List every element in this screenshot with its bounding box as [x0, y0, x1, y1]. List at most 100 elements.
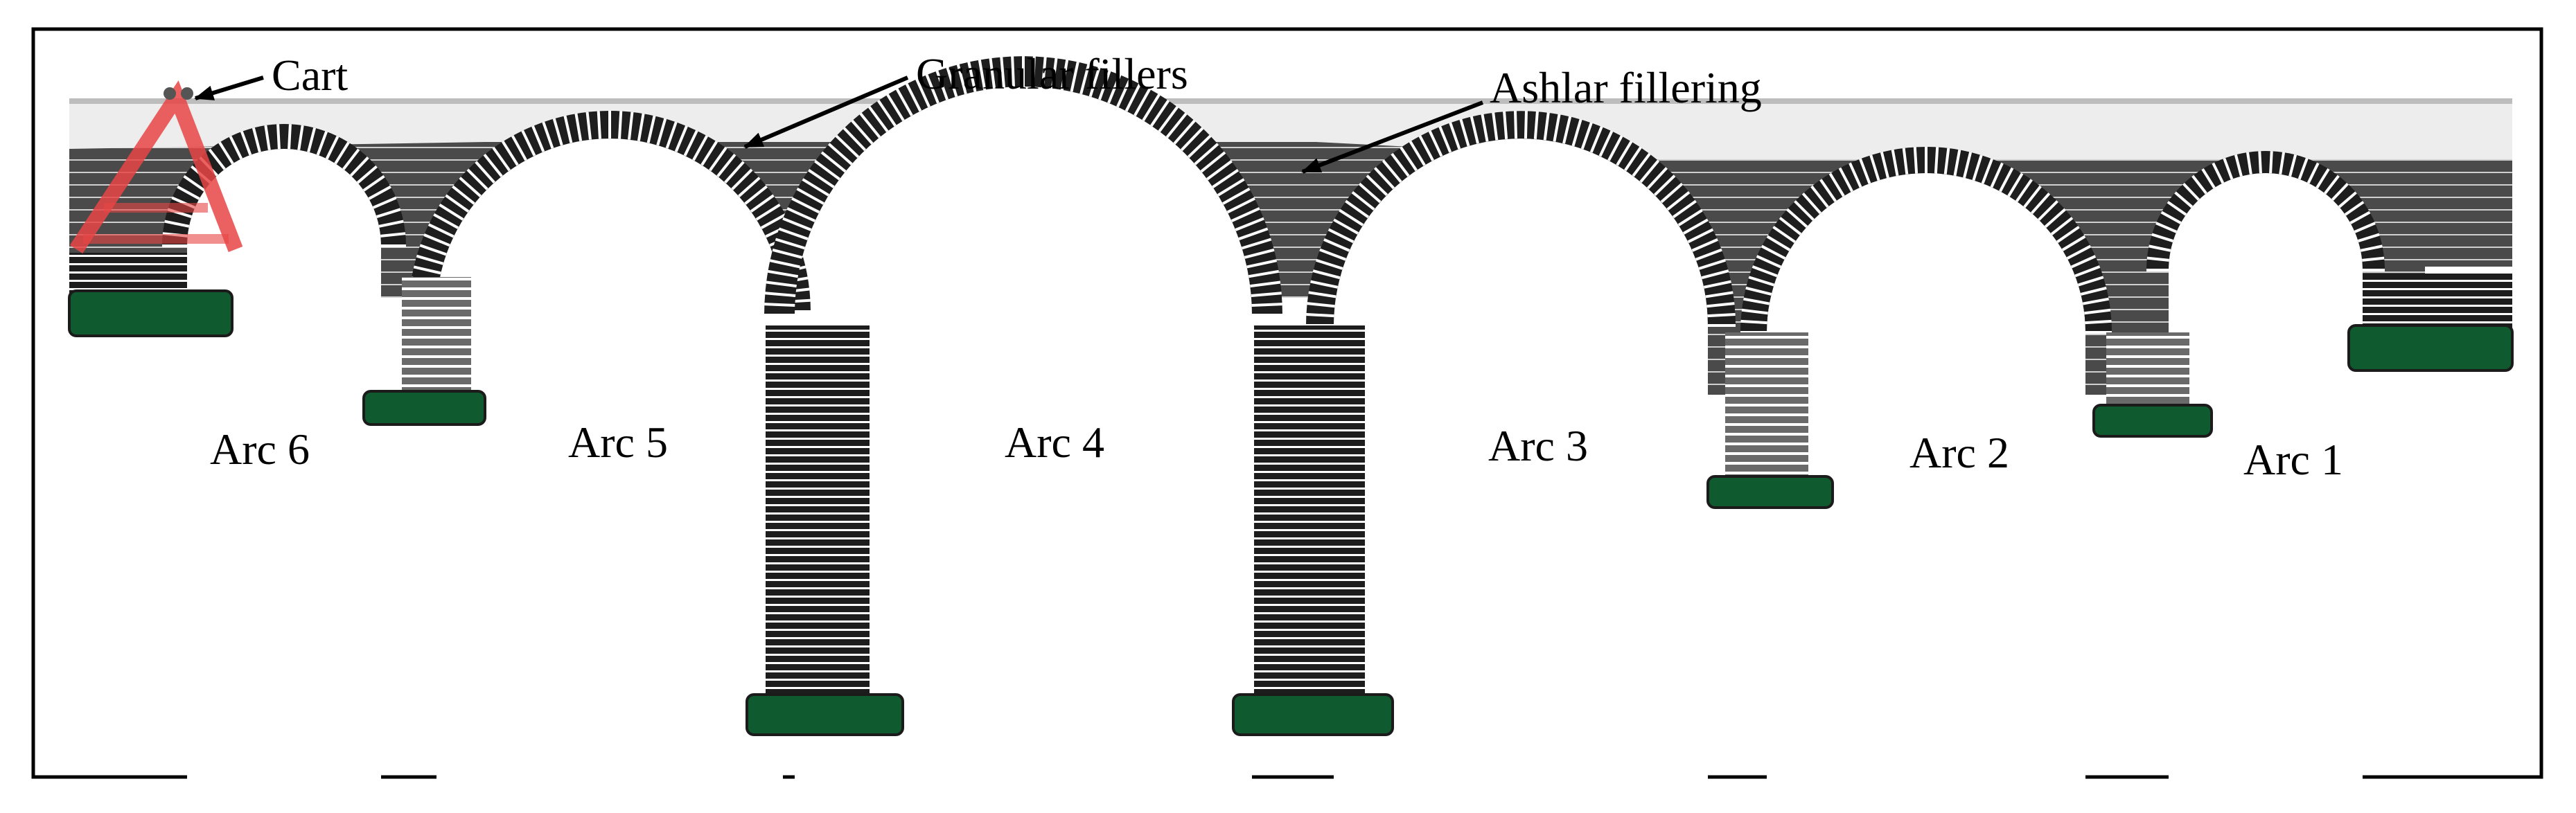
arc-2-ring [1740, 147, 2112, 332]
arc-4-voussoir-joint [1107, 74, 1122, 104]
arc-3-voussoir-joint [1333, 218, 1359, 235]
footing-pier-2-1 [2092, 404, 2213, 438]
arc-4-voussoir-joint [1070, 61, 1079, 92]
arc-2-voussoir-joint [2015, 179, 2033, 202]
arc-2-voussoir-joint [2070, 255, 2097, 269]
arc-3-voussoir-joint [1562, 116, 1572, 144]
arc-1-voussoir-joint [2182, 182, 2200, 201]
arc-6-voussoir-joint [288, 124, 292, 150]
arc-1-voussoir-joint [2212, 162, 2225, 184]
arc-5-voussoir-joint [750, 194, 775, 213]
arc-5-voussoir-joint [445, 194, 470, 213]
footing-pier-5-4 [746, 693, 904, 736]
arc-3-label: Arc 3 [1488, 421, 1588, 470]
arc-5-voussoir-joint [483, 154, 503, 177]
arc-3-voussoir-joint [1707, 313, 1736, 318]
pier-2-1 [2106, 332, 2189, 409]
arc-6-voussoir-joint [368, 185, 391, 200]
arc-3-voussoir-joint [1339, 208, 1364, 226]
arc-4-voussoir-joint [1133, 88, 1152, 116]
footing-pier-4-3 [1232, 693, 1394, 736]
arc-3-voussoir-joint [1382, 159, 1402, 183]
arc-2-voussoir-joint [1828, 172, 1845, 197]
arc-4-voussoir-joint [1217, 178, 1245, 197]
arc-5-voussoir-joint [618, 111, 623, 139]
footing-pier-6-5 [362, 390, 486, 426]
arc-4-voussoir-joint [1194, 143, 1219, 166]
arc-1-voussoir-joint [2234, 154, 2243, 177]
arc-4-voussoir-joint [1251, 303, 1282, 307]
arc-4-voussoir-joint [1180, 127, 1204, 152]
arc-4-voussoir-joint [1212, 168, 1239, 188]
arc-3-voussoir-joint [1492, 112, 1499, 141]
arc-5-voussoir-joint [475, 161, 495, 184]
arc-6-voussoir-joint [240, 131, 252, 156]
arc-2-voussoir-joint [1756, 255, 1782, 269]
arc-2-voussoir-joint [1741, 308, 1768, 315]
arc-3-voussoir-joint [1639, 159, 1660, 183]
arc-6-voussoir-joint [229, 136, 243, 160]
arc-6-voussoir-joint [164, 220, 190, 228]
arc-3-voussoir-joint [1677, 208, 1703, 226]
arc-4-voussoir-joint [802, 178, 830, 197]
arc-4-voussoir-joint [956, 64, 967, 95]
arc-1-voussoir-joint [2223, 158, 2234, 180]
arc-6-voussoir-joint [372, 196, 397, 209]
arc-4-voussoir-joint [1230, 207, 1260, 222]
arc-5-opening [436, 139, 783, 813]
arc-5-voussoir-joint [597, 111, 601, 139]
arc-1-voussoir-joint [2344, 201, 2365, 216]
arc-6-voussoir-joint [208, 148, 226, 170]
arc-5-voussoir-joint [731, 168, 753, 190]
arc-5-voussoir-joint [502, 141, 519, 166]
arc-4-voussoir-joint [1241, 238, 1272, 250]
arc-4-voussoir-joint [1226, 197, 1255, 214]
arc-5-voussoir-joint [416, 254, 444, 265]
arc-2-voussoir-joint [2066, 244, 2092, 260]
arc-4-voussoir-joint [766, 280, 797, 288]
arc-3-voussoir-joint [1373, 167, 1395, 190]
arc-3-voussoir-joint [1319, 248, 1347, 261]
arc-4-voussoir-joint [1116, 78, 1131, 108]
arc-3-voussoir-joint [1682, 218, 1709, 235]
cart-label: Cart [272, 51, 348, 100]
arc-2-voussoir-joint [1786, 208, 1808, 228]
arc-3-voussoir-joint [1571, 118, 1582, 147]
arc-4-voussoir-joint [827, 143, 853, 166]
arc-2-voussoir-joint [1981, 158, 1993, 184]
arc-3-voussoir-joint [1687, 228, 1714, 244]
footing-right-abutment [2347, 324, 2514, 372]
arc-4-voussoir-joint [1000, 57, 1006, 88]
arc-4-voussoir-joint [1079, 64, 1091, 95]
arc-1-voussoir-joint [2362, 256, 2385, 262]
arc-2-opening [1767, 173, 2085, 813]
arc-3-voussoir-joint [1400, 146, 1418, 172]
arc-5-voussoir-joint [466, 168, 488, 190]
arc-5-voussoir-joint [433, 213, 459, 229]
arc-1-voussoir-joint [2269, 151, 2273, 174]
arc-6-voussoir-joint [307, 127, 317, 152]
arc-3-voussoir-joint [1438, 126, 1452, 153]
arc-4-voussoir-joint [814, 159, 840, 181]
arc-4-voussoir-joint [905, 83, 922, 112]
arc-4-voussoir-joint [915, 78, 930, 108]
arc-1-voussoir-joint [2151, 233, 2174, 242]
arc-5-voussoir-joint [646, 115, 656, 143]
arc-2-voussoir-joint [1740, 319, 1767, 325]
arc-2-voussoir-joint [1810, 185, 1829, 208]
arc-4-voussoir-joint [859, 112, 881, 139]
arc-3-voussoir-joint [1306, 313, 1334, 318]
arc-4-voussoir-joint [1088, 66, 1101, 98]
arc-4-voussoir-joint [1060, 60, 1069, 91]
arc-4-voussoir-joint [886, 93, 905, 122]
arc-5-voussoir-joint [744, 185, 768, 205]
arc-2-voussoir-joint [1869, 154, 1880, 181]
arc-4-voussoir-joint [835, 134, 860, 159]
arc-4-voussoir-joint [772, 248, 803, 259]
arc-4-voussoir-joint [925, 74, 939, 104]
arc-4-voussoir-joint [786, 207, 816, 222]
arc-4-voussoir-joint [765, 292, 796, 298]
arc-1-voussoir-joint [2258, 151, 2262, 174]
arc-1-ring [2146, 151, 2385, 270]
arc-4-voussoir-joint [967, 61, 977, 92]
